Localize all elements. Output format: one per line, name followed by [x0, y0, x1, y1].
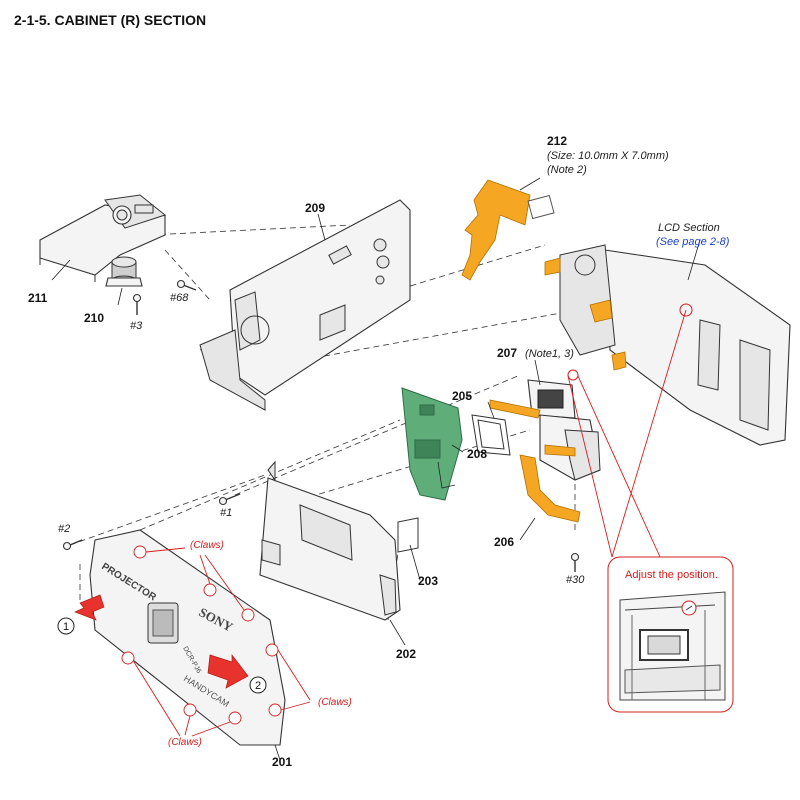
part-211-bracket [39, 194, 167, 282]
screw-2 [62, 539, 83, 551]
claw-marker [265, 643, 279, 657]
screw-30 [570, 552, 580, 572]
part-212-size-note: (Size: 10.0mm X 7.0mm) [547, 150, 669, 162]
screw-label-30: #30 [566, 574, 585, 586]
part-207-lens-block [489, 369, 601, 481]
part-209-frame [199, 199, 411, 411]
part-label-203: 203 [418, 574, 438, 588]
part-203-sheet [397, 517, 419, 553]
part-201-cover: PROJECTOR SONY DCR-PJ6 HANDYCAM [89, 529, 286, 746]
part-207-note: (Note1, 3) [525, 348, 574, 360]
step-2-number: 2 [255, 680, 261, 692]
step-1-number: 1 [63, 621, 69, 633]
claw-markers [121, 545, 282, 725]
adjust-position-callout: Adjust the position. [567, 309, 734, 713]
part-label-206: 206 [494, 535, 514, 549]
screw-1 [218, 493, 241, 506]
callout-detail-image [619, 591, 726, 701]
part-212-note: (Note 2) [547, 164, 587, 176]
claw-leaders [133, 547, 311, 737]
screw-label-1: #1 [220, 507, 232, 519]
part-leaders [51, 177, 701, 761]
claws-label-top: (Claws) [190, 540, 224, 551]
part-206-flex [519, 454, 581, 523]
screw-label-3: #3 [130, 320, 143, 332]
claws-label-right: (Claws) [318, 697, 352, 708]
lcd-section-reference: (See page 2-8) [656, 236, 730, 248]
part-label-209: 209 [305, 201, 325, 215]
screw-3 [132, 293, 142, 315]
part-label-210: 210 [84, 311, 104, 325]
lcd-section-label: LCD Section [658, 222, 720, 234]
screw-68 [176, 279, 197, 291]
part-210-lens [105, 256, 143, 287]
lcd-adjust-marker [679, 303, 693, 317]
part-205-gasket [471, 414, 511, 456]
claw-marker [228, 711, 242, 725]
part-label-208: 208 [467, 447, 487, 461]
claws-label-bottom: (Claws) [168, 737, 202, 748]
step-2-arrow: 2 [207, 653, 267, 694]
part-label-205: 205 [452, 389, 472, 403]
lcd-section-chassis [544, 244, 791, 446]
part-label-201: 201 [272, 755, 292, 769]
claw-marker [268, 703, 282, 717]
part-label-212: 212 [547, 134, 567, 148]
section-title: 2-1-5. CABINET (R) SECTION [14, 12, 207, 28]
claw-marker [133, 545, 147, 559]
screw-label-68: #68 [170, 292, 189, 304]
claw-marker [241, 608, 255, 622]
claw-marker [121, 651, 135, 665]
screw-label-2: #2 [58, 523, 70, 535]
claw-marker [183, 703, 197, 717]
claw-marker [203, 583, 217, 597]
part-208-circuit-board [401, 387, 463, 501]
part-label-211: 211 [28, 291, 48, 305]
part-212-flex [461, 179, 555, 281]
step-1-arrow: 1 [57, 594, 105, 635]
adjust-position-text: Adjust the position. [625, 569, 718, 581]
part-label-202: 202 [396, 647, 416, 661]
part-202-shield [259, 460, 401, 621]
part-label-207: 207 [497, 346, 517, 360]
